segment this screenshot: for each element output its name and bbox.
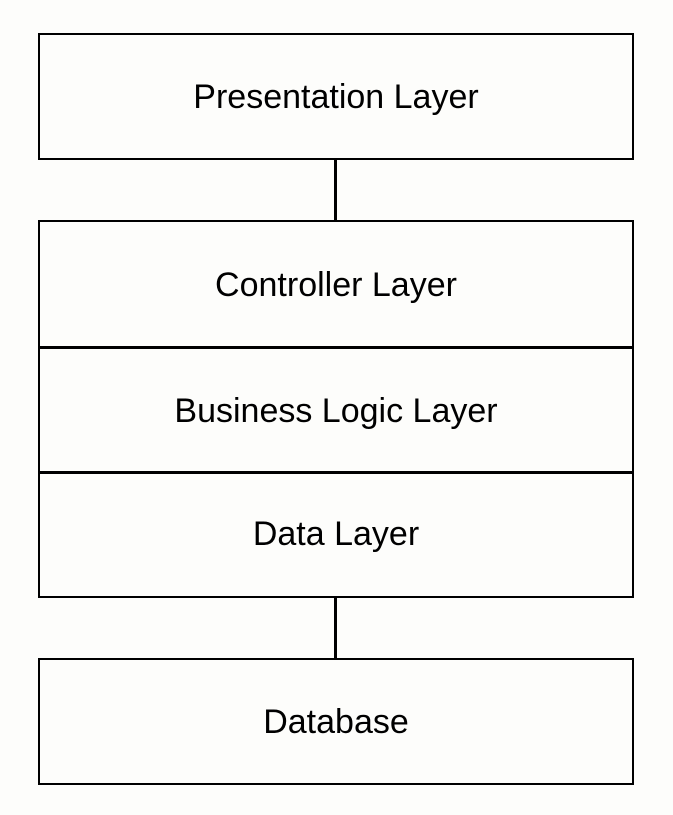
stack-divider-1 [40, 346, 632, 349]
application-layer-stack: Controller Layer Business Logic Layer Da… [38, 220, 634, 598]
database-box: Database [38, 658, 634, 785]
data-layer-box: Data Layer [40, 473, 632, 595]
controller-layer-box: Controller Layer [40, 222, 632, 347]
connector-data-to-database [334, 597, 337, 660]
business-logic-layer-label: Business Logic Layer [174, 391, 498, 430]
stack-divider-2 [40, 471, 632, 474]
presentation-layer-label: Presentation Layer [193, 77, 479, 116]
connector-presentation-to-controller [334, 159, 337, 221]
data-layer-label: Data Layer [252, 515, 420, 553]
presentation-layer-box: Presentation Layer [38, 33, 634, 160]
controller-layer-label: Controller Layer [215, 265, 457, 304]
business-logic-layer-box: Business Logic Layer [40, 348, 632, 473]
database-label: Database [263, 702, 409, 741]
